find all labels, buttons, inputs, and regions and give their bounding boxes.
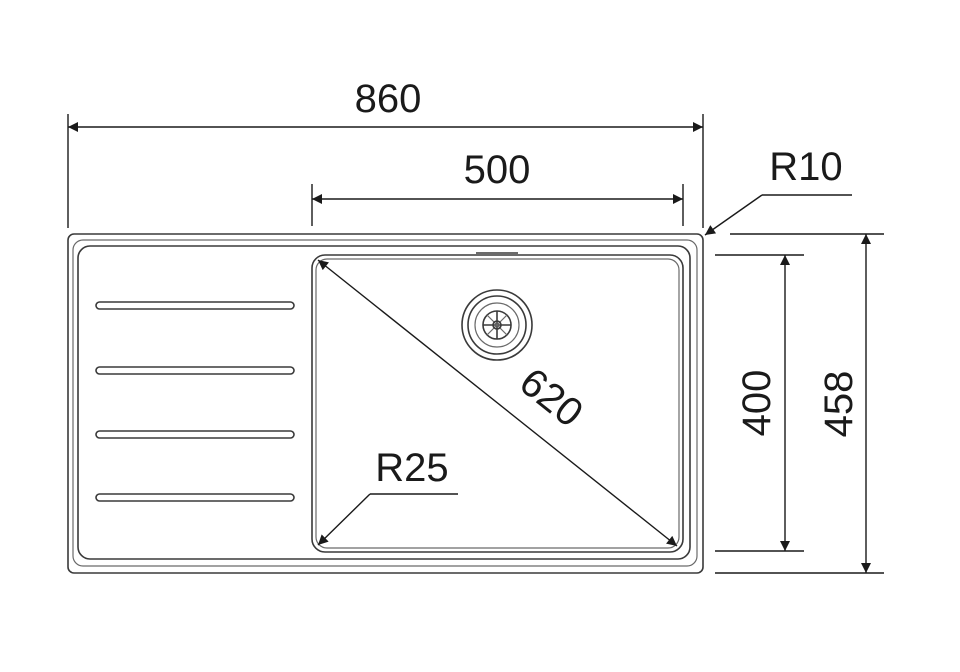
sink-outer-rim <box>67 233 704 574</box>
drainer-groove <box>95 430 295 439</box>
corner-radius-outer-label: R10 <box>769 145 842 189</box>
sink-body <box>67 233 704 574</box>
drain-strainer-icon <box>461 289 533 361</box>
bowl-diagonal-label: 620 <box>511 360 591 436</box>
drainer-board <box>95 301 295 502</box>
dimension-overall-depth: 458 <box>715 233 884 574</box>
bowl-outline <box>311 254 684 553</box>
drainer-groove <box>95 301 295 310</box>
sink-bowl <box>311 252 684 553</box>
dimension-corner-radius-outer: R10 <box>704 145 852 236</box>
dimension-bowl-depth: 400 <box>715 254 804 552</box>
overall-width-label: 860 <box>355 77 422 121</box>
dimension-bowl-width: 500 <box>311 148 684 226</box>
overall-depth-label: 458 <box>817 371 861 438</box>
dimension-corner-radius-bowl: R25 <box>317 446 458 546</box>
bowl-width-label: 500 <box>464 148 531 192</box>
sink-deck-recess <box>77 245 691 560</box>
dimension-overall-width: 860 <box>67 77 704 228</box>
sink-rim-inner-edge <box>72 239 698 567</box>
corner-radius-bowl-label: R25 <box>375 446 448 490</box>
bowl-depth-label: 400 <box>735 370 779 437</box>
bowl-inner-outline <box>315 258 680 549</box>
drainer-groove <box>95 366 295 375</box>
drainer-groove <box>95 493 295 502</box>
